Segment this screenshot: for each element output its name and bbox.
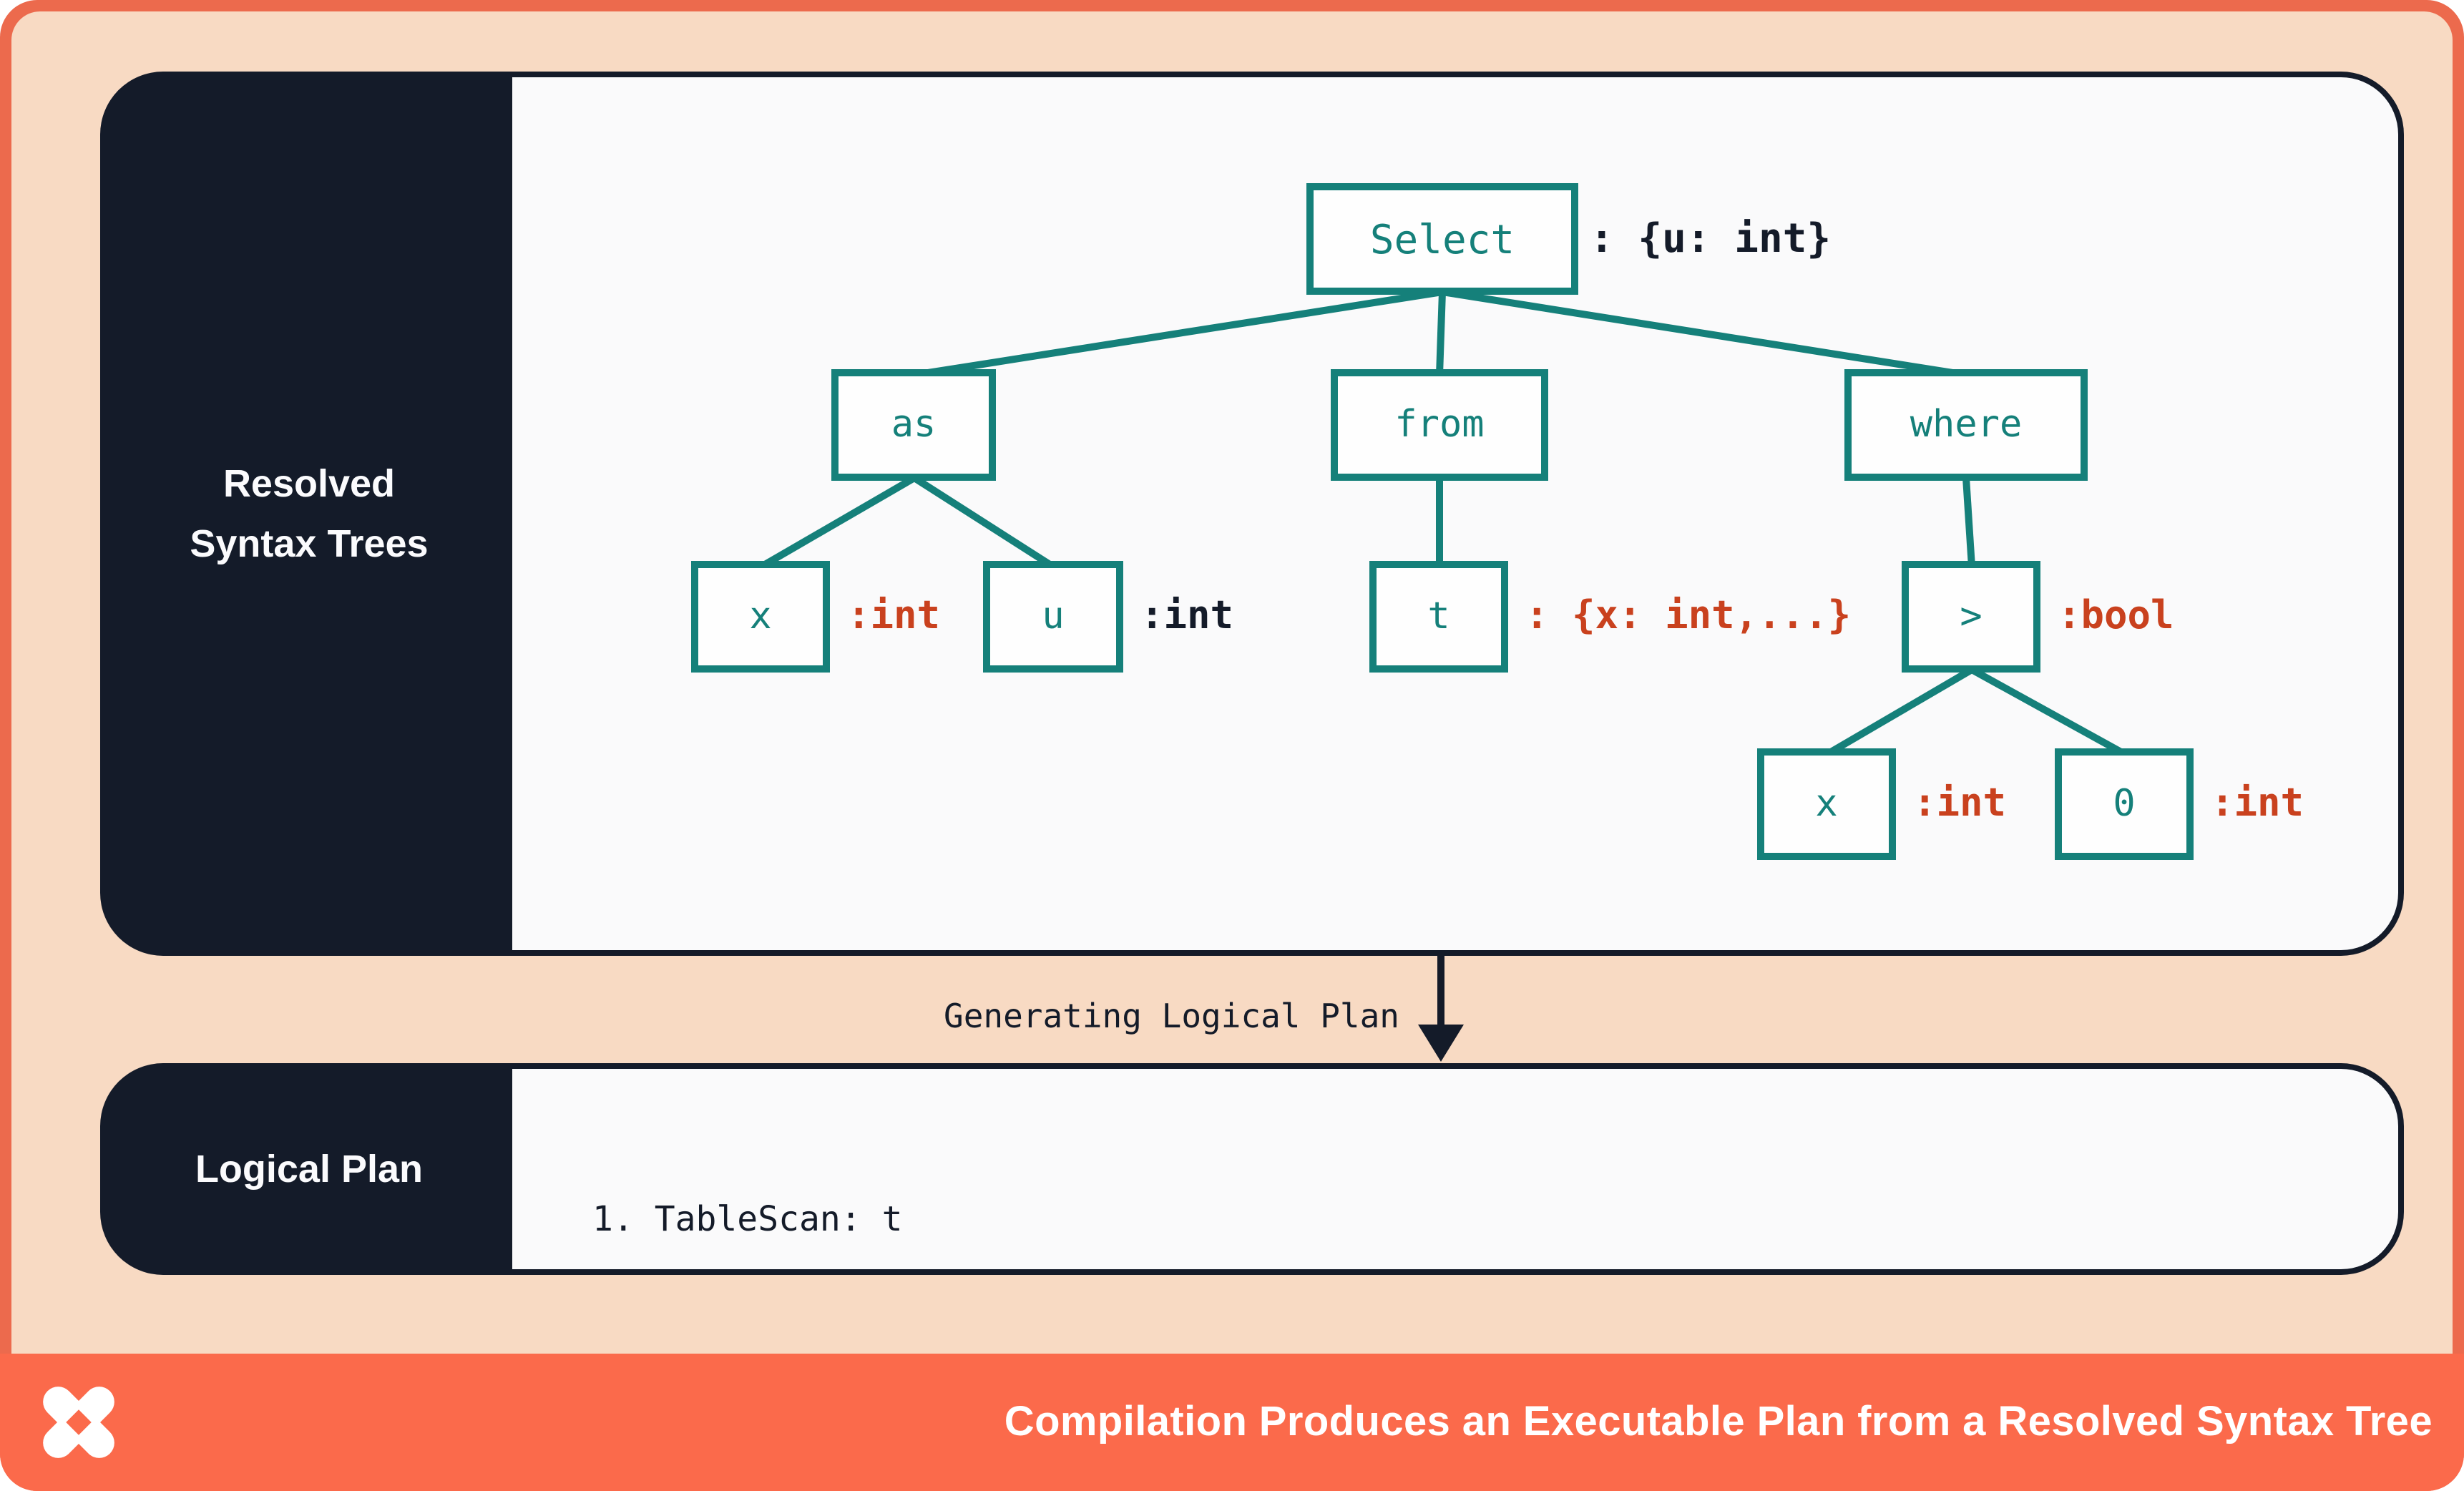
bottom-panel-label-text: Logical Plan (195, 1148, 424, 1191)
logical-plan-panel: Logical Plan 1. TableScan: t 2. Filter: … (100, 1063, 2404, 1275)
type-annotation-greater-than: :bool (2058, 594, 2174, 638)
tree-node-where-label: where (1910, 404, 2023, 446)
type-annotation-u: :int (1140, 594, 1234, 638)
tree-edge (912, 474, 1055, 570)
top-panel-label: Resolved Syntax Trees (106, 77, 512, 950)
tree-node-x-where-label: x (1815, 783, 1838, 826)
tree-node-from: from (1331, 369, 1548, 481)
tree-node-as-label: as (891, 404, 937, 446)
tree-node-greater-than-label: > (1960, 595, 1983, 638)
tree-node-u: u (983, 561, 1123, 673)
logical-plan-area: 1. TableScan: t 2. Filter: t.x > 0 3. Pr… (512, 1069, 2398, 1269)
footer-title: Compilation Produces an Executable Plan … (1004, 1399, 2433, 1444)
content-canvas: Resolved Syntax Trees Select (11, 11, 2453, 1354)
tree-node-from-label: from (1394, 404, 1485, 446)
tree-edges (759, 288, 2127, 758)
tree-node-x-where: x (1757, 748, 1896, 860)
flow-connector-label: Generating Logical Plan (944, 999, 1399, 1036)
resolved-syntax-trees-panel: Resolved Syntax Trees Select (100, 72, 2404, 956)
tree-node-as: as (831, 369, 996, 481)
type-annotation-x-as: :int (847, 594, 941, 638)
top-panel-label-line1: Resolved (223, 462, 396, 505)
tree-node-t-label: t (1427, 595, 1450, 638)
tree-node-zero: 0 (2055, 748, 2194, 860)
type-annotation-t: : {x: int,...} (1525, 594, 1852, 638)
tree-edge (759, 474, 916, 570)
tree-node-zero-label: 0 (2113, 783, 2136, 826)
logical-plan-steps: 1. TableScan: t 2. Filter: t.x > 0 3. Pr… (592, 1098, 1068, 1269)
type-annotation-zero: :int (2211, 781, 2304, 826)
tree-edge (1825, 666, 1974, 758)
tree-edge (1962, 477, 1975, 567)
down-arrow-icon (1418, 956, 1464, 1062)
tree-node-u-label: u (1042, 595, 1065, 638)
tree-node-x-as: x (691, 561, 830, 673)
tree-node-x-as-label: x (749, 595, 772, 638)
tree-node-greater-than: > (1902, 561, 2040, 673)
tree-node-t: t (1369, 561, 1508, 673)
bottom-panel-label: Logical Plan (106, 1069, 512, 1269)
footer-bar: Compilation Produces an Executable Plan … (0, 1354, 2464, 1491)
top-panel-label-line2: Syntax Trees (190, 522, 429, 565)
tree-edge (1970, 666, 2127, 758)
tree-node-select-label: Select (1369, 215, 1515, 263)
syntax-tree-area: Select : {u: int} as from where x :int u (512, 77, 2398, 950)
type-annotation-x-where: :int (1913, 781, 2007, 826)
tree-edge (1436, 291, 1446, 376)
tree-node-select: Select (1306, 183, 1578, 295)
tree-edge (914, 288, 1443, 378)
tree-node-where: where (1844, 369, 2088, 481)
x-star-logo-icon (43, 1387, 114, 1458)
tree-edge (1442, 288, 1967, 378)
type-annotation-select: : {u: int} (1590, 215, 1832, 262)
plan-step: 1. TableScan: t (592, 1199, 903, 1239)
